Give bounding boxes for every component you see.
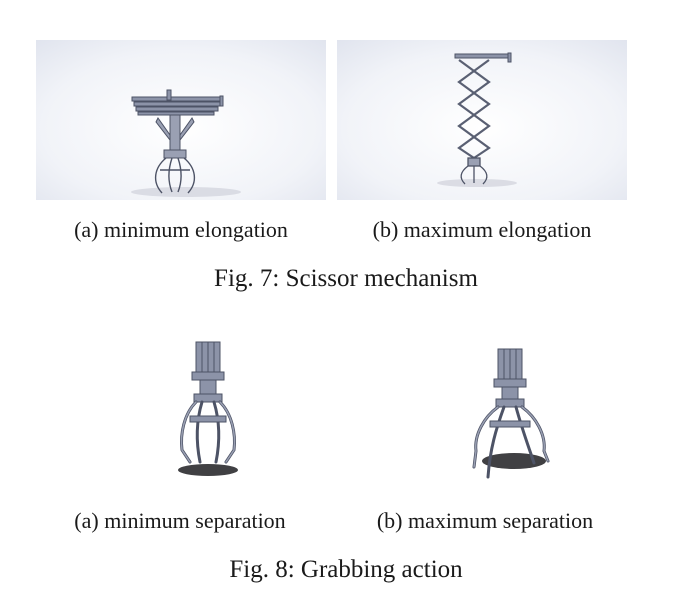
- subcaption-label: (a): [74, 217, 99, 242]
- subcaption-text: minimum elongation: [103, 217, 288, 242]
- fig8-b-render: [460, 345, 560, 495]
- gripper-max-elongation-image: [337, 40, 627, 200]
- subcaption-text: maximum separation: [408, 508, 594, 533]
- fig8-a-subcaption: (a) minimum separation: [40, 508, 320, 534]
- gripper-min-separation-image: [178, 341, 238, 476]
- subcaption-label: (b): [376, 508, 403, 533]
- fig8-b-subcaption: (b) maximum separation: [340, 508, 630, 534]
- subcaption-label: (b): [372, 217, 399, 242]
- subcaption-label: (a): [74, 508, 99, 533]
- fig8-caption: Fig. 8: Grabbing action: [229, 556, 463, 583]
- fig7-b-render: [337, 40, 627, 200]
- fig7-b-subcaption: (b) maximum elongation: [337, 217, 627, 243]
- gripper-max-separation-image: [472, 348, 550, 479]
- fig7-a-render: [36, 40, 326, 200]
- fig7-caption: Fig. 7: Scissor mechanism: [214, 265, 478, 292]
- subcaption-text: minimum separation: [104, 508, 286, 533]
- fig7-a-subcaption: (a) minimum elongation: [36, 217, 326, 243]
- fig8-a-render: [170, 338, 250, 483]
- gripper-min-elongation-image: [36, 40, 326, 200]
- subcaption-text: maximum elongation: [403, 217, 592, 242]
